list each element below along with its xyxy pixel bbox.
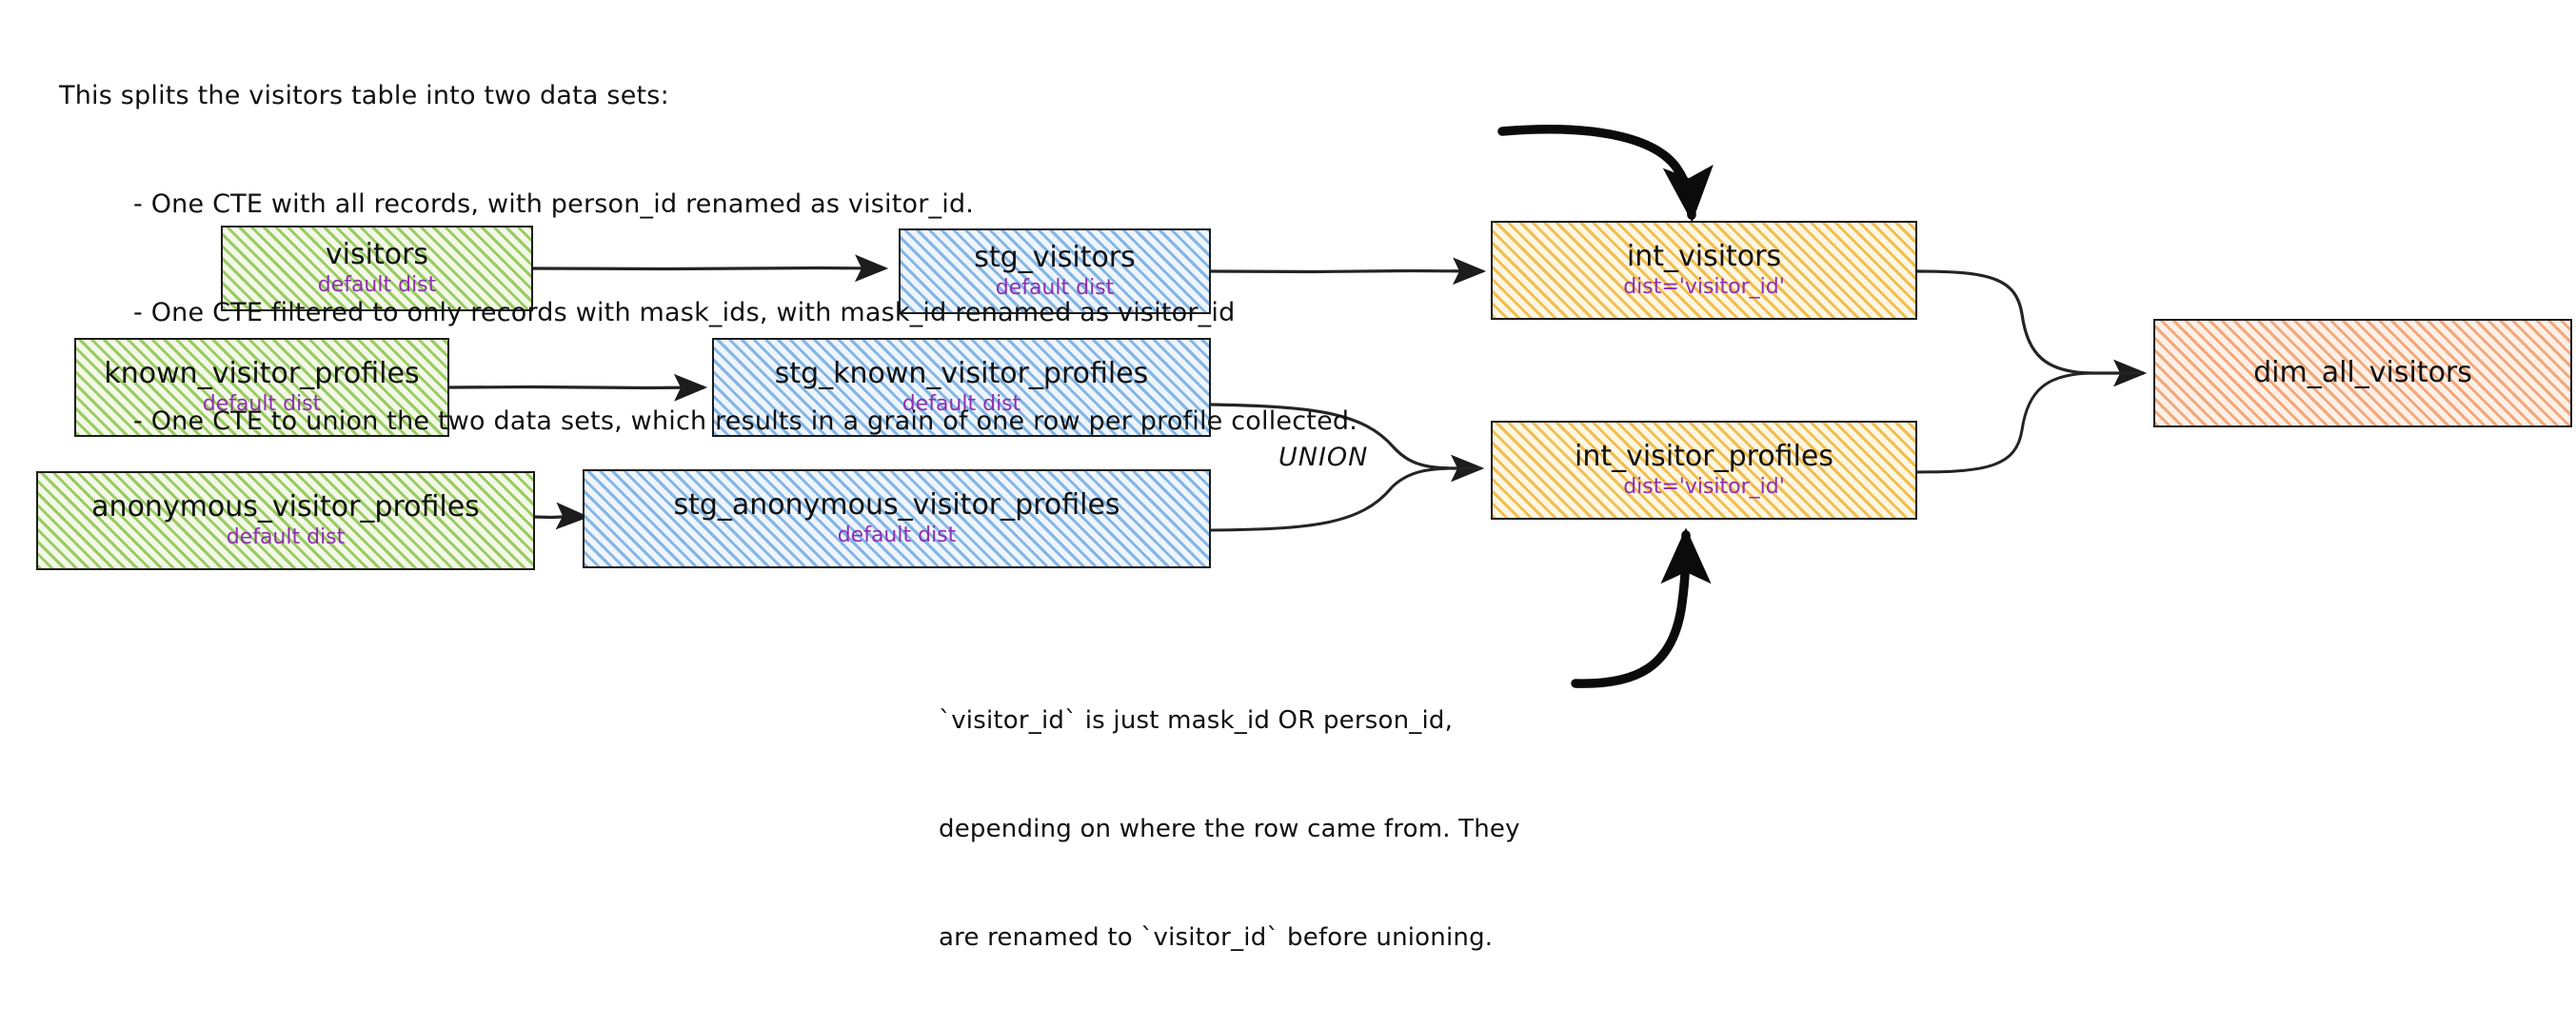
edge-stg-anonymous-to-int-visitor-profiles [1210, 466, 1482, 532]
bottom-annotation-note: `visitor_id` is just mask_id OR person_i… [939, 630, 1520, 1028]
node-dim-all-visitors[interactable]: dim_all_visitors [2153, 319, 2572, 427]
bottom-note-line-3: are renamed to `visitor_id` before union… [939, 923, 1494, 952]
union-edge-label: UNION [1278, 443, 1369, 472]
node-int-visitor-profiles[interactable]: int_visitor_profiles dist='visitor_id' [1491, 421, 1917, 520]
top-note-line-1: This splits the visitors table into two … [59, 81, 669, 110]
node-dist-label: dist='visitor_id' [1623, 474, 1785, 499]
node-title: int_visitor_profiles [1574, 440, 1833, 474]
edge-known-to-stg-known [446, 373, 708, 402]
edge-anonymous-to-stg-anonymous [532, 502, 590, 530]
diagram-canvas: This splits the visitors table into two … [36, 6, 2572, 952]
node-title: dim_all_visitors [2253, 356, 2472, 390]
node-title: int_visitors [1626, 240, 1782, 274]
annotation-arrow-bottom-note-to-int-visitor-profiles [1571, 527, 1712, 688]
top-note-line-3: - One CTE filtered to only records with … [133, 298, 1236, 327]
node-dist-label: default dist [837, 523, 957, 547]
top-note-line-4: - One CTE to union the two data sets, wh… [133, 406, 1357, 436]
node-dist-label: default dist [226, 524, 346, 549]
edge-visitors-to-stg-visitors [532, 254, 889, 283]
edge-int-visitor-profiles-to-dim-all-visitors [1916, 371, 2142, 474]
top-annotation-note: This splits the visitors table into two … [59, 6, 1357, 512]
node-dist-label: dist='visitor_id' [1623, 274, 1785, 299]
node-int-visitors[interactable]: int_visitors dist='visitor_id' [1491, 221, 1917, 320]
edge-int-visitors-to-dim-all-visitors [1916, 269, 2148, 387]
bottom-note-line-1: `visitor_id` is just mask_id OR person_i… [939, 706, 1454, 735]
bottom-note-line-2: depending on where the row came from. Th… [939, 815, 1520, 843]
top-note-line-2: - One CTE with all records, with person_… [133, 189, 975, 219]
edge-stg-visitors-to-int-visitors [1210, 257, 1487, 286]
edge-layer [446, 125, 2148, 688]
annotation-arrow-top-note-to-int-visitors [1497, 125, 1714, 223]
